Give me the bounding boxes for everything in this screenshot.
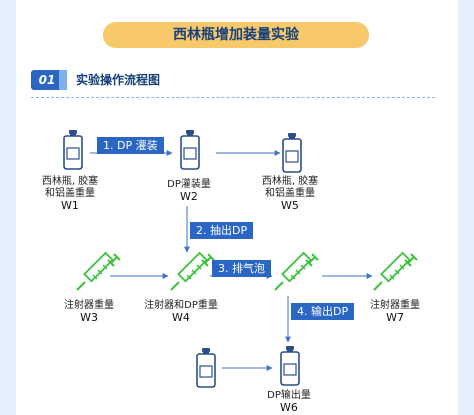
- vial-icon: [280, 345, 300, 386]
- section-title: 实验操作流程图: [76, 73, 161, 87]
- syringe-icon: [170, 251, 215, 291]
- node-caption-w2: DP灌装量 W2: [167, 179, 211, 203]
- vial-icon: [180, 129, 200, 170]
- node-caption-w1: 西林瓶, 胶塞 和铝盖重量 W1: [41, 176, 99, 212]
- node-caption-w4: 注射器和DP重量 W4: [144, 300, 218, 324]
- step-label-2: 2. 抽出DP: [190, 222, 254, 239]
- syringe-icon: [274, 251, 319, 291]
- vial-icon: [63, 129, 83, 170]
- section-badge-edge: [59, 70, 67, 90]
- step-label-1: 1. DP 灌装: [97, 137, 164, 154]
- page-title: 西林瓶增加装量实验: [103, 22, 369, 48]
- vial-icon: [196, 347, 216, 388]
- syringe-icon: [373, 251, 418, 291]
- syringe-icon: [76, 251, 121, 291]
- step-label-4: 4. 输出DP: [291, 303, 355, 320]
- section-divider: [31, 97, 435, 98]
- node-caption-w5: 西林瓶, 胶塞 和铝盖重量 W5: [261, 176, 319, 212]
- step-label-3: 3. 排气泡: [212, 260, 271, 277]
- node-caption-w3: 注射器重量 W3: [64, 300, 114, 324]
- vial-icon: [282, 132, 302, 173]
- node-caption-w6: DP输出量 W6: [267, 390, 311, 414]
- content-card: [16, 0, 458, 415]
- node-caption-w7: 注射器重量 W7: [370, 300, 420, 324]
- section-number-badge: 01: [31, 70, 63, 90]
